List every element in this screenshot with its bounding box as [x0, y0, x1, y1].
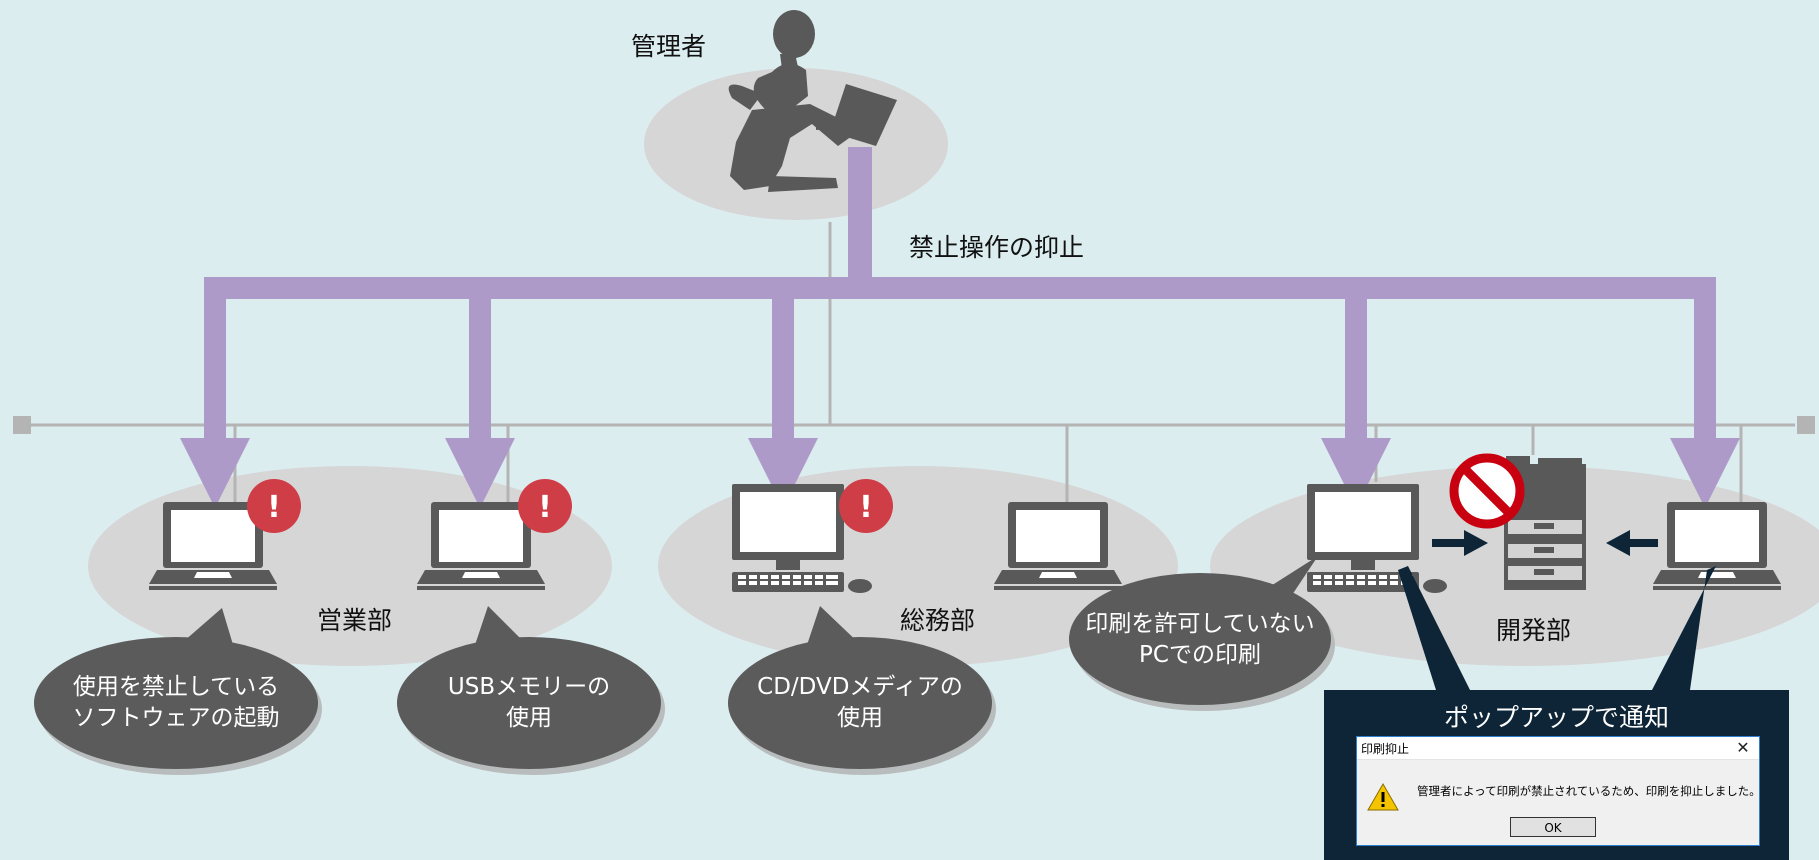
print-block-dialog: 印刷抑止 ✕ 管理者によって印刷が禁止されているため、印刷を抑止しました。 OK — [1356, 736, 1761, 846]
dept-label-dev: 開発部 — [1496, 616, 1572, 645]
bubble-line: CD/DVDメディアの — [757, 674, 963, 700]
dept-label-general: 総務部 — [900, 606, 976, 635]
bubble-cd-dvd: CD/DVDメディアの 使用 — [728, 672, 992, 734]
bubble-line: USBメモリーの — [447, 674, 611, 700]
warning-icon — [1367, 783, 1399, 811]
bubble-line: 使用を禁止している — [72, 674, 280, 700]
bubble-usb-memory: USBメモリーの 使用 — [397, 672, 661, 734]
popup-pointers — [1398, 566, 1716, 690]
dialog-title: 印刷抑止 — [1361, 742, 1410, 756]
alert-icon-sales-2: ! — [518, 479, 572, 533]
prohibited-icon — [1449, 453, 1525, 529]
network-lines — [30, 222, 1795, 502]
dialog-message: 管理者によって印刷が禁止されているため、印刷を抑止しました。 — [1417, 784, 1761, 798]
admin-label: 管理者 — [631, 32, 707, 61]
bubble-line: 使用 — [506, 705, 552, 731]
close-icon[interactable]: ✕ — [1736, 738, 1750, 757]
alert-mark: ! — [538, 490, 552, 525]
alert-icon-sales-1: ! — [247, 479, 301, 533]
network-end-left — [13, 416, 31, 434]
bubble-line: 印刷を許可していない — [1085, 611, 1315, 637]
dialog-titlebar: 印刷抑止 ✕ — [1357, 737, 1759, 760]
ok-button[interactable]: OK — [1510, 817, 1596, 837]
bubble-software-launch: 使用を禁止している ソフトウェアの起動 — [36, 672, 316, 734]
popup-title: ポップアップで通知 — [1443, 703, 1669, 732]
control-label: 禁止操作の抑止 — [909, 233, 1085, 262]
laptop-icon-dev — [1653, 502, 1781, 590]
alert-icon-general: ! — [839, 479, 893, 533]
alert-mark: ! — [859, 490, 873, 525]
bubble-line: PCでの印刷 — [1139, 642, 1261, 668]
printer-icon — [1504, 456, 1586, 590]
bubble-print: 印刷を許可していない PCでの印刷 — [1069, 609, 1331, 671]
administrator-figure — [728, 10, 897, 192]
popup-notification-panel: ポップアップで通知 印刷抑止 ✕ 管理者によって印刷が禁止されているため、印刷を… — [1324, 690, 1789, 860]
network-end-right — [1797, 416, 1815, 434]
laptop-icon-general — [994, 502, 1122, 590]
speech-bubbles — [34, 556, 1335, 775]
bubble-line: ソフトウェアの起動 — [72, 705, 280, 731]
print-arrows — [1432, 530, 1658, 556]
control-arrows — [180, 147, 1740, 508]
bubble-line: 使用 — [837, 705, 883, 731]
alert-mark: ! — [267, 490, 281, 525]
dept-label-sales: 営業部 — [317, 606, 393, 635]
